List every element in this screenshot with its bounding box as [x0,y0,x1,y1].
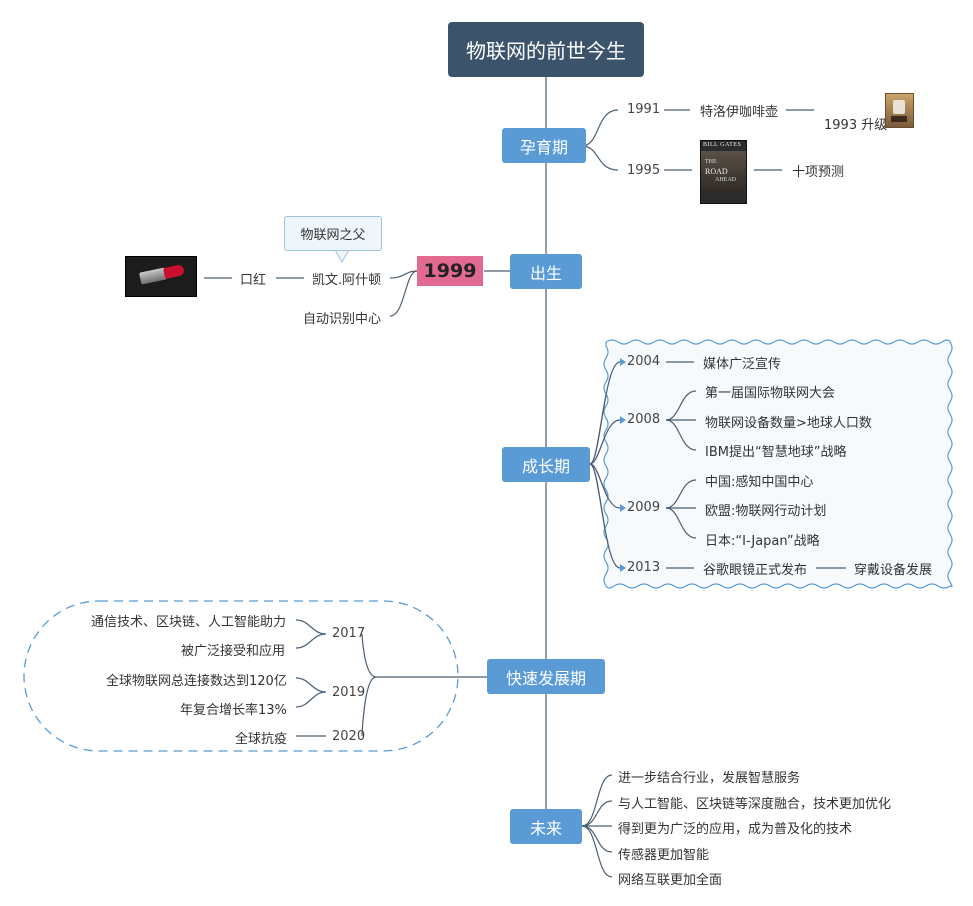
future-item[interactable]: 得到更为广泛的应用，成为普及化的技术 [618,822,853,837]
node-lipstick[interactable]: 口红 [240,273,267,288]
node-google-glass[interactable]: 谷歌眼镜正式发布 [703,563,808,578]
stage-growth[interactable]: 成长期 [502,447,590,482]
node-2009-japan[interactable]: 日本:“I-Japan”战略 [705,534,820,549]
node-ten-predictions[interactable]: 十项预测 [792,165,845,180]
node-2020-pandemic[interactable]: 全球抗疫 [235,732,288,747]
node-2017-tech[interactable]: 通信技术、区块链、人工智能助力 [91,615,287,630]
rapid-boundary [23,600,459,752]
lipstick-image [125,256,197,297]
stage-rapid[interactable]: 快速发展期 [487,659,605,694]
stage-future[interactable]: 未来 [510,809,582,844]
book-cover-image: BILL GATES THE ROAD AHEAD [700,140,747,204]
node-2008-conference[interactable]: 第一届国际物联网大会 [705,386,836,401]
future-item[interactable]: 传感器更加智能 [618,848,710,863]
year-2017[interactable]: 2017 [332,626,366,641]
year-2013[interactable]: 2013 [627,560,661,575]
node-2009-eu[interactable]: 欧盟:物联网行动计划 [705,504,827,519]
year-1995[interactable]: 1995 [627,163,661,178]
stage-gestation[interactable]: 孕育期 [502,128,586,163]
node-kevin-ashton[interactable]: 凯文.阿什顿 [312,273,382,288]
book-author-text: BILL GATES [703,142,742,148]
node-coffee-pot[interactable]: 特洛伊咖啡壶 [700,105,779,120]
node-wearables[interactable]: 穿戴设备发展 [854,563,933,578]
node-2017-accepted[interactable]: 被广泛接受和应用 [181,644,286,659]
callout-father: 物联网之父 [284,216,382,251]
book-title-road: ROAD [705,167,728,176]
book-title-the: THE [705,159,717,165]
year-2020[interactable]: 2020 [332,729,366,744]
node-2008-ibm[interactable]: IBM提出“智慧地球”战略 [705,445,847,460]
node-2019-connections[interactable]: 全球物联网总连接数达到120亿 [106,674,287,689]
year-1999[interactable]: 1999 [417,256,483,286]
stage-birth[interactable]: 出生 [510,254,582,289]
coffee-pot-image [885,93,914,128]
map-title[interactable]: 物联网的前世今生 [448,22,644,77]
future-item[interactable]: 与人工智能、区块链等深度融合，技术更加优化 [618,797,892,812]
node-upgrade-1993[interactable]: 1993 升级 [824,118,888,133]
future-item[interactable]: 进一步结合行业，发展智慧服务 [618,771,801,786]
node-2009-china[interactable]: 中国:感知中国中心 [705,475,814,490]
year-2008[interactable]: 2008 [627,412,661,427]
book-title-ahead: AHEAD [715,177,736,183]
node-2019-growth[interactable]: 年复合增长率13% [180,703,287,718]
node-2008-devices[interactable]: 物联网设备数量>地球人口数 [705,416,872,431]
year-2019[interactable]: 2019 [332,685,366,700]
node-auto-id-center[interactable]: 自动识别中心 [303,312,382,327]
node-media[interactable]: 媒体广泛宣传 [703,357,782,372]
future-item[interactable]: 网络互联更加全面 [618,873,723,888]
year-2004[interactable]: 2004 [627,354,661,369]
year-2009[interactable]: 2009 [627,500,661,515]
year-1991[interactable]: 1991 [627,102,661,117]
